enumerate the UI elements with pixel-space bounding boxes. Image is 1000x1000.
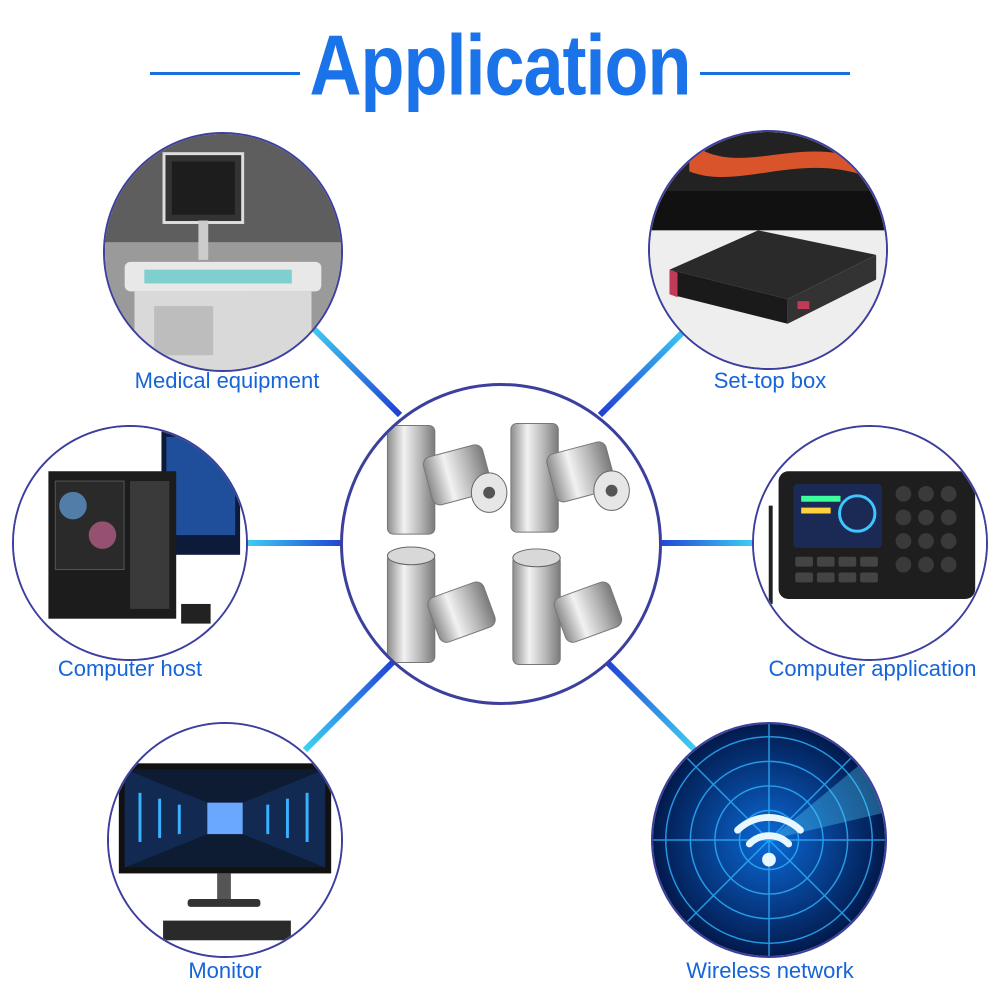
- computer-case-icon: [14, 427, 246, 659]
- connector-bottom-right: [602, 657, 698, 753]
- computer-application-circle: [752, 425, 988, 661]
- control-terminal-icon: [754, 427, 986, 659]
- computer-host-circle: [12, 425, 248, 661]
- monitor-circle: [107, 722, 343, 958]
- label-medical-equipment: Medical equipment: [134, 368, 320, 393]
- set-top-box-circle: [648, 130, 888, 370]
- connector-top-left: [307, 322, 403, 418]
- medical-equipment-circle: [103, 132, 343, 372]
- title-rule-right: [700, 72, 850, 75]
- page-title: Application: [309, 19, 692, 114]
- connector-bottom-left: [302, 657, 398, 753]
- label-computer-host: Computer host: [57, 656, 203, 681]
- label-set-top-box: Set-top box: [713, 368, 827, 393]
- label-wireless-network: Wireless network: [686, 958, 854, 983]
- coax-connectors-icon: [386, 423, 630, 665]
- wifi-icon: [653, 724, 885, 956]
- set-top-box-icon: [650, 132, 886, 368]
- connector-adapter-3: [386, 546, 496, 663]
- title-rule-left: [150, 72, 300, 75]
- label-monitor: Monitor: [188, 958, 262, 983]
- connector-adapter-1: [386, 425, 508, 535]
- connector-adapter-2: [510, 423, 630, 533]
- connector-adapter-4: [512, 548, 623, 665]
- medical-equipment-icon: [105, 134, 341, 370]
- monitor-icon: [109, 724, 341, 956]
- label-computer-application: Computer application: [768, 656, 977, 681]
- center-connectors-circle: [340, 383, 662, 705]
- connector-top-right: [597, 322, 693, 418]
- wireless-network-circle: [651, 722, 887, 958]
